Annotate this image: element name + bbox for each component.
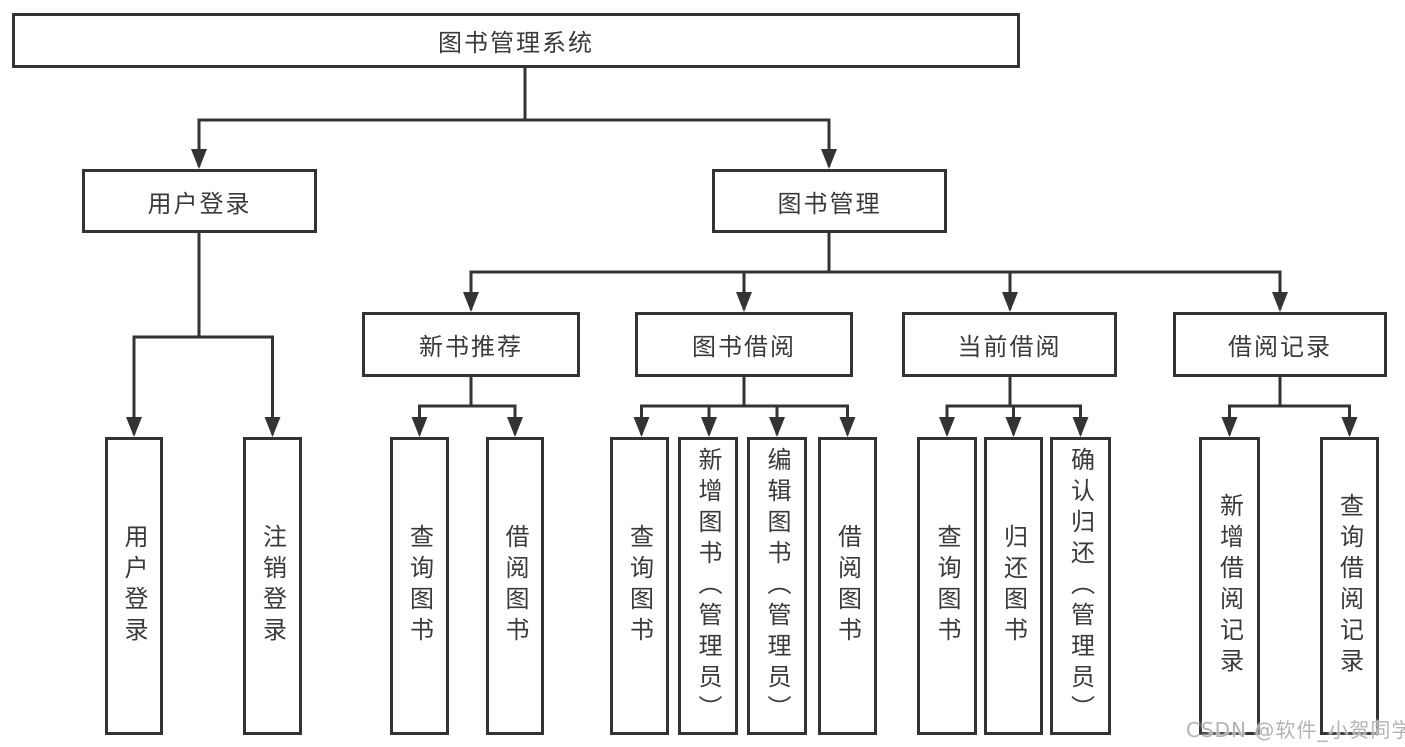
node-borrowing-records-label: 借阅记录	[1228, 333, 1332, 361]
leaf-logout: 注销登录	[243, 437, 302, 735]
node-book-management-label: 图书管理	[777, 189, 882, 218]
leaf-borrow-books-label: 借阅图书	[833, 524, 862, 648]
arrow-icon	[264, 417, 281, 437]
connector-lines	[132, 66, 1351, 435]
leaf-query-books-borrowing: 查询图书	[610, 437, 669, 735]
connector-borrow-record-branch	[1228, 375, 1351, 435]
node-new-book-recommendation: 新书推荐	[362, 312, 580, 377]
leaf-query-books-recommend: 查询图书	[390, 437, 449, 735]
arrowheads	[126, 149, 1358, 437]
leaf-logout-label: 注销登录	[258, 524, 287, 648]
leaf-return-books-label: 归还图书	[999, 524, 1028, 648]
node-user-login-label: 用户登录	[147, 189, 252, 218]
arrow-icon	[411, 417, 428, 437]
arrow-icon	[736, 292, 752, 312]
arrow-icon	[1272, 292, 1288, 312]
leaf-borrow-books-recommend: 借阅图书	[486, 437, 544, 735]
node-book-borrowing: 图书借阅	[635, 312, 853, 377]
arrow-icon	[1005, 417, 1022, 437]
arrow-icon	[939, 417, 955, 437]
leaf-query-books-recommend-label: 查询图书	[405, 524, 434, 648]
node-borrowing-records: 借阅记录	[1173, 312, 1387, 377]
arrow-icon	[191, 149, 207, 169]
arrow-icon	[701, 417, 717, 437]
node-current-borrowing-label: 当前借阅	[957, 333, 1062, 361]
leaf-confirm-return-admin-label: 确认归还（管理员）	[1066, 446, 1095, 726]
leaf-add-books-admin: 新增图书（管理员）	[678, 437, 738, 735]
leaf-confirm-return-admin: 确认归还（管理员）	[1050, 437, 1111, 735]
node-book-borrowing-label: 图书借阅	[692, 333, 796, 361]
connector-new-book-branch	[418, 375, 517, 435]
csdn-watermark: CSDN @软件_小贺同学	[1186, 718, 1405, 742]
leaf-query-borrow-record: 查询借阅记录	[1320, 437, 1379, 735]
arrow-icon	[1072, 417, 1089, 437]
arrow-icon	[463, 292, 479, 312]
leaf-query-borrow-record-label: 查询借阅记录	[1335, 493, 1364, 679]
leaf-user-login: 用户登录	[105, 437, 163, 735]
arrow-icon	[507, 417, 523, 437]
connector-root-to-level2	[197, 66, 831, 167]
leaf-edit-books-admin: 编辑图书（管理员）	[747, 437, 807, 735]
leaf-query-books-current-label: 查询图书	[933, 524, 961, 648]
arrow-icon	[633, 417, 650, 437]
arrow-icon	[126, 417, 142, 437]
leaf-edit-books-admin-label: 编辑图书（管理员）	[763, 446, 791, 726]
leaf-query-books-current: 查询图书	[917, 437, 977, 735]
leaf-add-books-admin-label: 新增图书（管理员）	[694, 446, 722, 726]
arrow-icon	[1341, 417, 1358, 437]
arrow-icon	[1221, 417, 1238, 437]
leaf-borrow-books-recommend-label: 借阅图书	[501, 524, 529, 648]
leaf-add-borrow-record-label: 新增借阅记录	[1215, 493, 1244, 679]
node-root-label: 图书管理系统	[438, 29, 594, 57]
leaf-borrow-books: 借阅图书	[818, 437, 877, 735]
arrow-icon	[821, 149, 837, 169]
node-new-book-recommendation-label: 新书推荐	[419, 333, 523, 361]
leaf-query-books-borrowing-label: 查询图书	[625, 524, 654, 648]
node-root: 图书管理系统	[12, 13, 1020, 68]
connector-book-mgmt-to-level3	[469, 231, 1282, 310]
node-book-management: 图书管理	[712, 169, 947, 233]
leaf-add-borrow-record: 新增借阅记录	[1199, 437, 1260, 735]
connector-user-login-branch	[132, 231, 274, 435]
leaf-return-books: 归还图书	[984, 437, 1043, 735]
arrow-icon	[1002, 292, 1018, 312]
node-user-login: 用户登录	[82, 169, 317, 233]
arrow-icon	[769, 417, 785, 437]
leaf-user-login-label: 用户登录	[120, 524, 148, 648]
arrow-icon	[839, 417, 856, 437]
node-current-borrowing: 当前借阅	[902, 312, 1117, 377]
connector-book-borrow-branch	[640, 375, 849, 435]
